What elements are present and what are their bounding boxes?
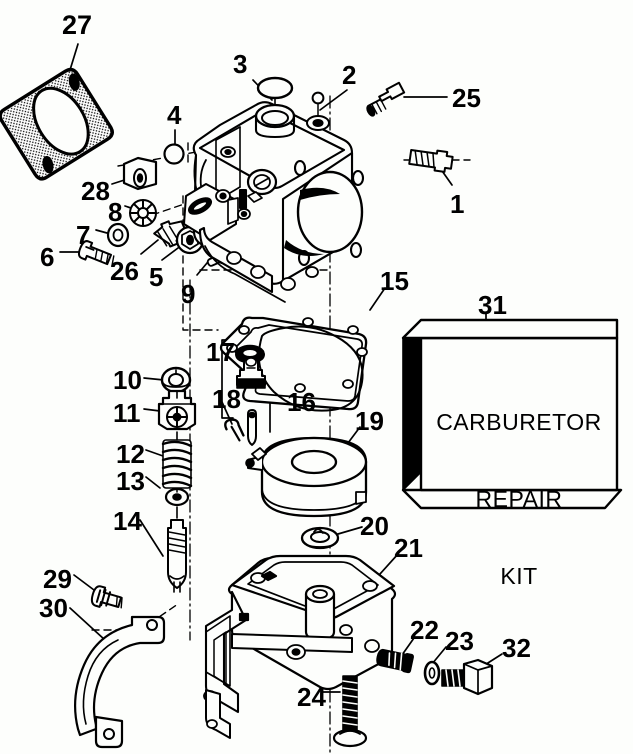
- callout-31: 31: [478, 290, 507, 320]
- part-18-clip: [224, 418, 245, 442]
- kit-line-3: KIT: [500, 563, 538, 589]
- part-30-bracket-strap: [74, 615, 166, 749]
- part-13-washer-small: [164, 487, 190, 507]
- callout-1: 1: [450, 189, 465, 219]
- callout-3: 3: [233, 49, 248, 79]
- part-28-nut: [122, 156, 158, 191]
- part-12-spring: [161, 431, 193, 489]
- callout-11: 11: [113, 398, 141, 428]
- callout-25: 25: [452, 83, 481, 113]
- kit-line-1: CARBURETOR: [436, 408, 602, 435]
- part-1-idle-mixture-screw: [408, 149, 454, 173]
- callout-5: 5: [149, 262, 164, 292]
- leader-lines: [59, 43, 503, 693]
- callout-2: 2: [342, 60, 357, 90]
- callout-13: 13: [116, 466, 145, 496]
- part-4-ball: [163, 143, 185, 165]
- callout-26: 26: [110, 256, 139, 286]
- callout-20: 20: [360, 511, 389, 541]
- callout-27: 27: [62, 10, 93, 40]
- part-16-needle-seat: [236, 356, 266, 446]
- callout-24: 24: [297, 682, 326, 712]
- part-19-float: [245, 436, 368, 518]
- part-25-hose-fitting: [366, 81, 406, 117]
- part-27-flange-gasket: [0, 67, 114, 181]
- part-8-lock-washer: [129, 199, 157, 227]
- callout-21: 21: [394, 533, 423, 563]
- part-23-gasket-washer: [423, 660, 441, 686]
- part-14-mixture-needle: [167, 506, 187, 593]
- callout-7: 7: [76, 220, 91, 250]
- callout-28: 28: [81, 176, 110, 206]
- part-20-pivot-washer: [300, 526, 340, 550]
- part-29-bracket-screw: [90, 585, 123, 609]
- callout-32: 32: [502, 633, 531, 663]
- part-22-drain-plug: [376, 648, 414, 674]
- callout-23: 23: [445, 626, 474, 656]
- callout-4: 4: [167, 100, 182, 130]
- part-32-hex-bolt: [441, 658, 494, 696]
- callout-12: 12: [116, 439, 145, 469]
- callout-22: 22: [410, 615, 439, 645]
- part-10-washer-seat: [160, 366, 192, 394]
- part-carburetor-body: [183, 101, 365, 303]
- part-21-float-bowl: [203, 554, 397, 739]
- callout-8: 8: [108, 197, 123, 227]
- callout-16: 16: [287, 387, 316, 417]
- part-24-long-screw: [332, 675, 368, 748]
- callout-10: 10: [113, 365, 142, 395]
- part-7-washer: [106, 222, 130, 248]
- part-6-screw: [77, 240, 115, 267]
- callout-17: 17: [206, 337, 235, 367]
- kit-line-2: REPAIR: [475, 485, 563, 512]
- part-11-packing-nut: [157, 389, 197, 431]
- callout-15: 15: [380, 266, 409, 296]
- callout-9: 9: [181, 279, 196, 309]
- callout-29: 29: [43, 564, 72, 594]
- callout-18: 18: [212, 384, 241, 414]
- callout-30: 30: [39, 593, 68, 623]
- part-2-ball-detent: [311, 91, 325, 119]
- kit-box-text: CARBURETOR REPAIR KIT: [421, 358, 617, 641]
- callout-14: 14: [113, 506, 142, 536]
- callout-6: 6: [40, 242, 55, 272]
- part-31-repair-kit-box: [401, 318, 623, 510]
- callout-19: 19: [355, 406, 384, 436]
